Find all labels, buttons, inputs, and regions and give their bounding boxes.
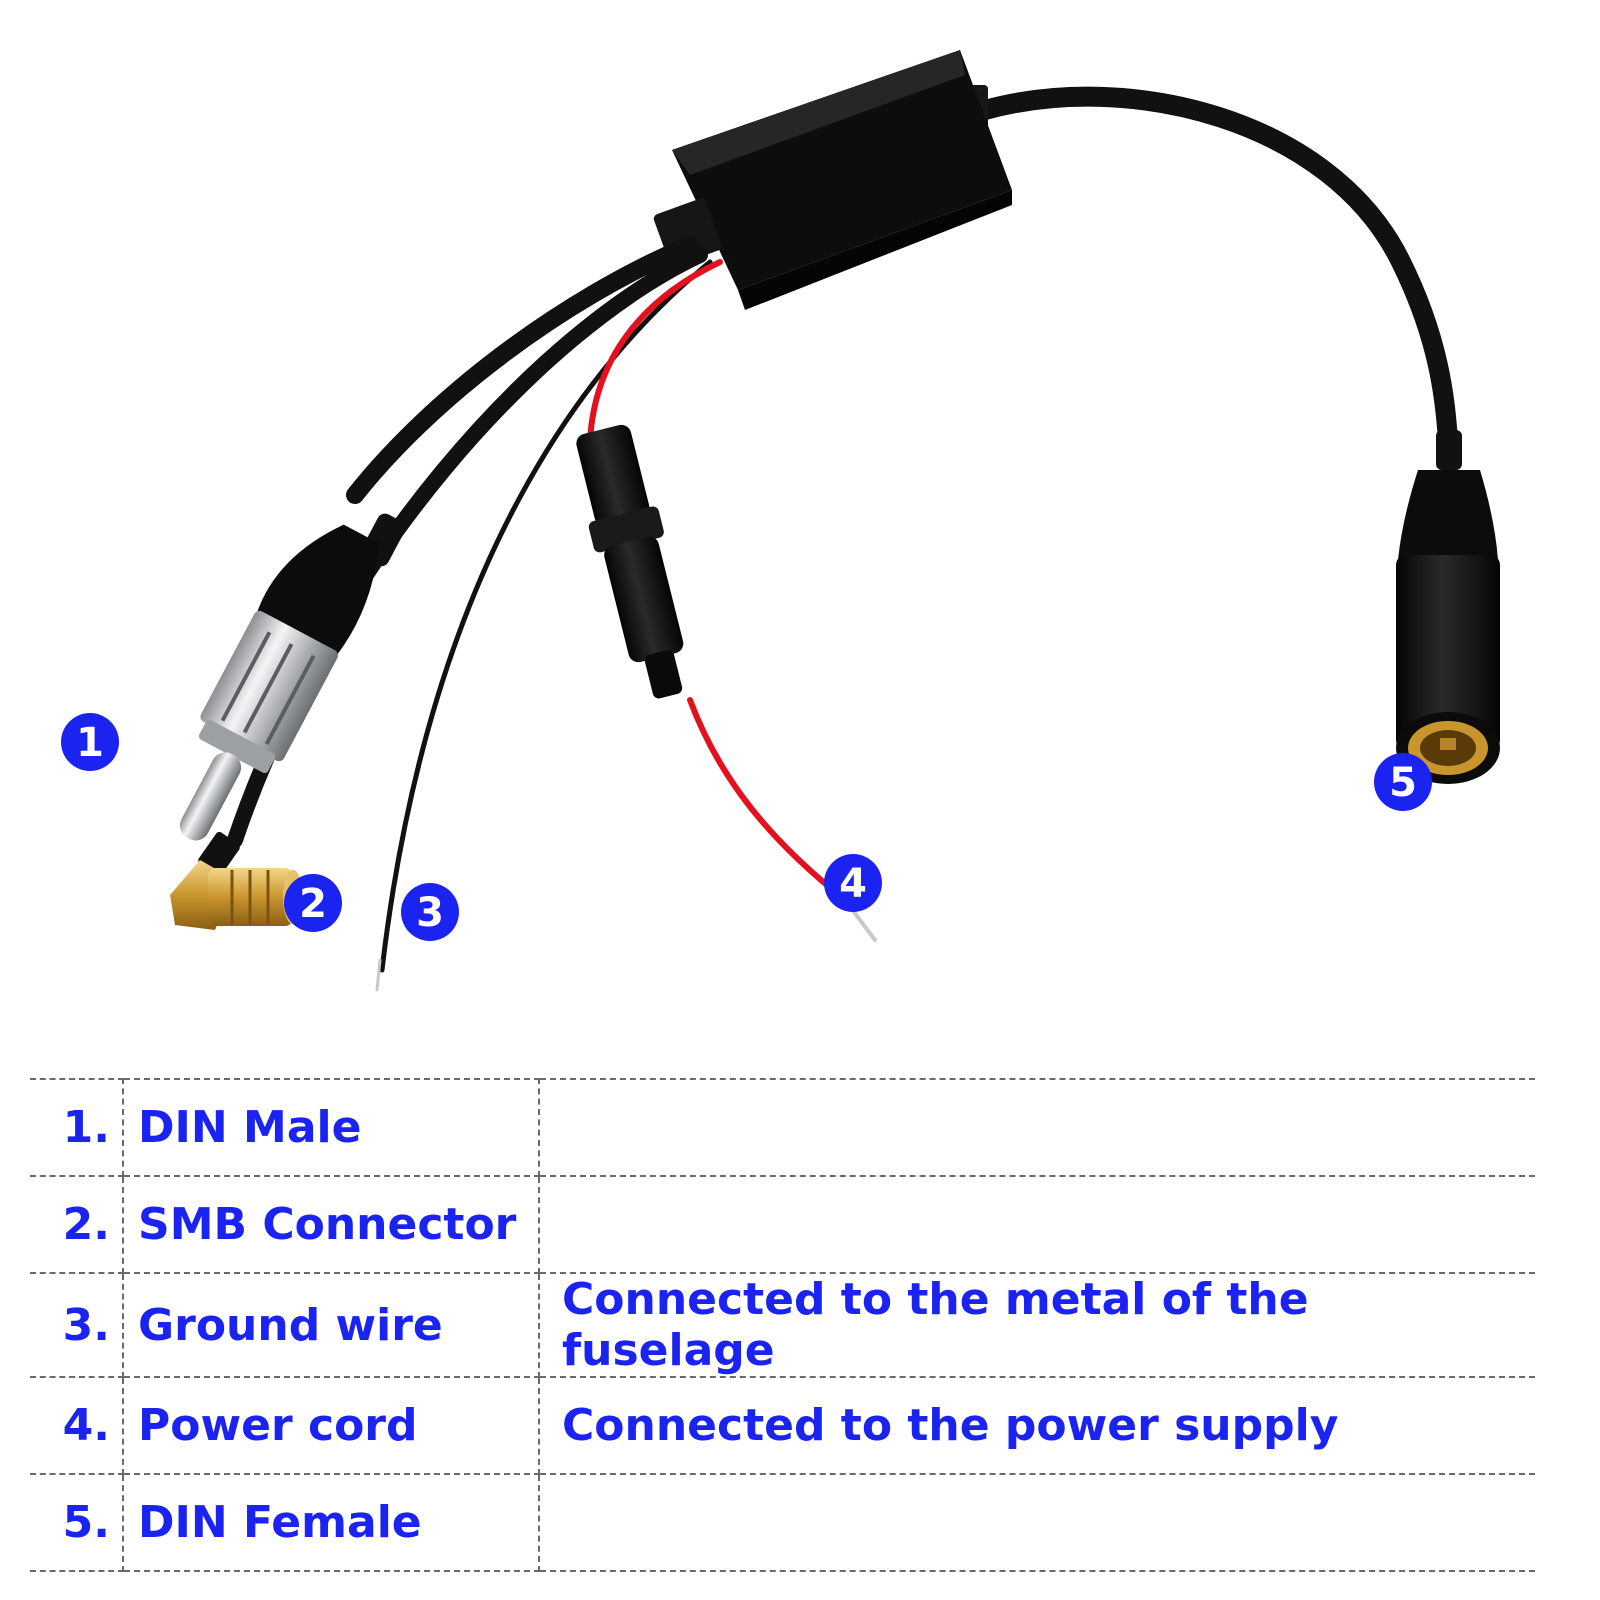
power-wire-lower — [687, 697, 848, 903]
legend-number: 5. — [30, 1474, 124, 1572]
legend-number: 2. — [30, 1176, 124, 1274]
svg-text:2: 2 — [299, 881, 327, 927]
legend-name: SMB Connector — [123, 1176, 540, 1274]
legend-number: 1. — [30, 1078, 124, 1177]
legend-row: 2. SMB Connector — [30, 1176, 1535, 1274]
badge-5: 5 — [1374, 753, 1432, 811]
svg-text:5: 5 — [1389, 760, 1417, 806]
legend-description — [539, 1176, 1535, 1274]
power-wire-upper — [587, 259, 723, 443]
legend-row: 3. Ground wire Connected to the metal of… — [30, 1273, 1535, 1378]
cable-to-din-female — [975, 86, 1458, 450]
legend-description: Connected to the power supply — [539, 1377, 1535, 1475]
fuse-holder — [576, 424, 684, 699]
legend-number: 4. — [30, 1377, 124, 1475]
legend-name: Ground wire — [123, 1273, 540, 1378]
cable-photo: 1 2 3 4 5 — [61, 50, 1500, 992]
legend-row: 1. DIN Male — [30, 1078, 1535, 1177]
badge-4: 4 — [824, 854, 882, 912]
legend-name: DIN Female — [123, 1474, 540, 1572]
legend-number: 3. — [30, 1273, 124, 1378]
svg-text:3: 3 — [416, 890, 444, 936]
din-male-connector — [179, 513, 406, 841]
svg-text:1: 1 — [76, 720, 104, 766]
legend-row: 4. Power cord Connected to the power sup… — [30, 1377, 1535, 1475]
legend-description: Connected to the metal of the fuselage — [539, 1273, 1535, 1378]
badge-2: 2 — [284, 874, 342, 932]
din-female-connector — [1396, 430, 1500, 784]
legend-row: 5. DIN Female — [30, 1474, 1535, 1572]
badge-1: 1 — [61, 713, 119, 771]
legend-description — [539, 1474, 1535, 1572]
svg-text:4: 4 — [839, 861, 867, 907]
legend-name: Power cord — [123, 1377, 540, 1475]
splitter-box — [653, 50, 1012, 310]
legend-table: 1. DIN Male 2. SMB Connector 3. Ground w… — [30, 1078, 1535, 1572]
ground-wire — [379, 259, 713, 973]
legend-name: DIN Male — [123, 1078, 540, 1177]
legend-description — [539, 1078, 1535, 1177]
smb-connector — [170, 831, 303, 930]
cable-to-din-male — [346, 236, 699, 504]
badge-3: 3 — [401, 883, 459, 941]
